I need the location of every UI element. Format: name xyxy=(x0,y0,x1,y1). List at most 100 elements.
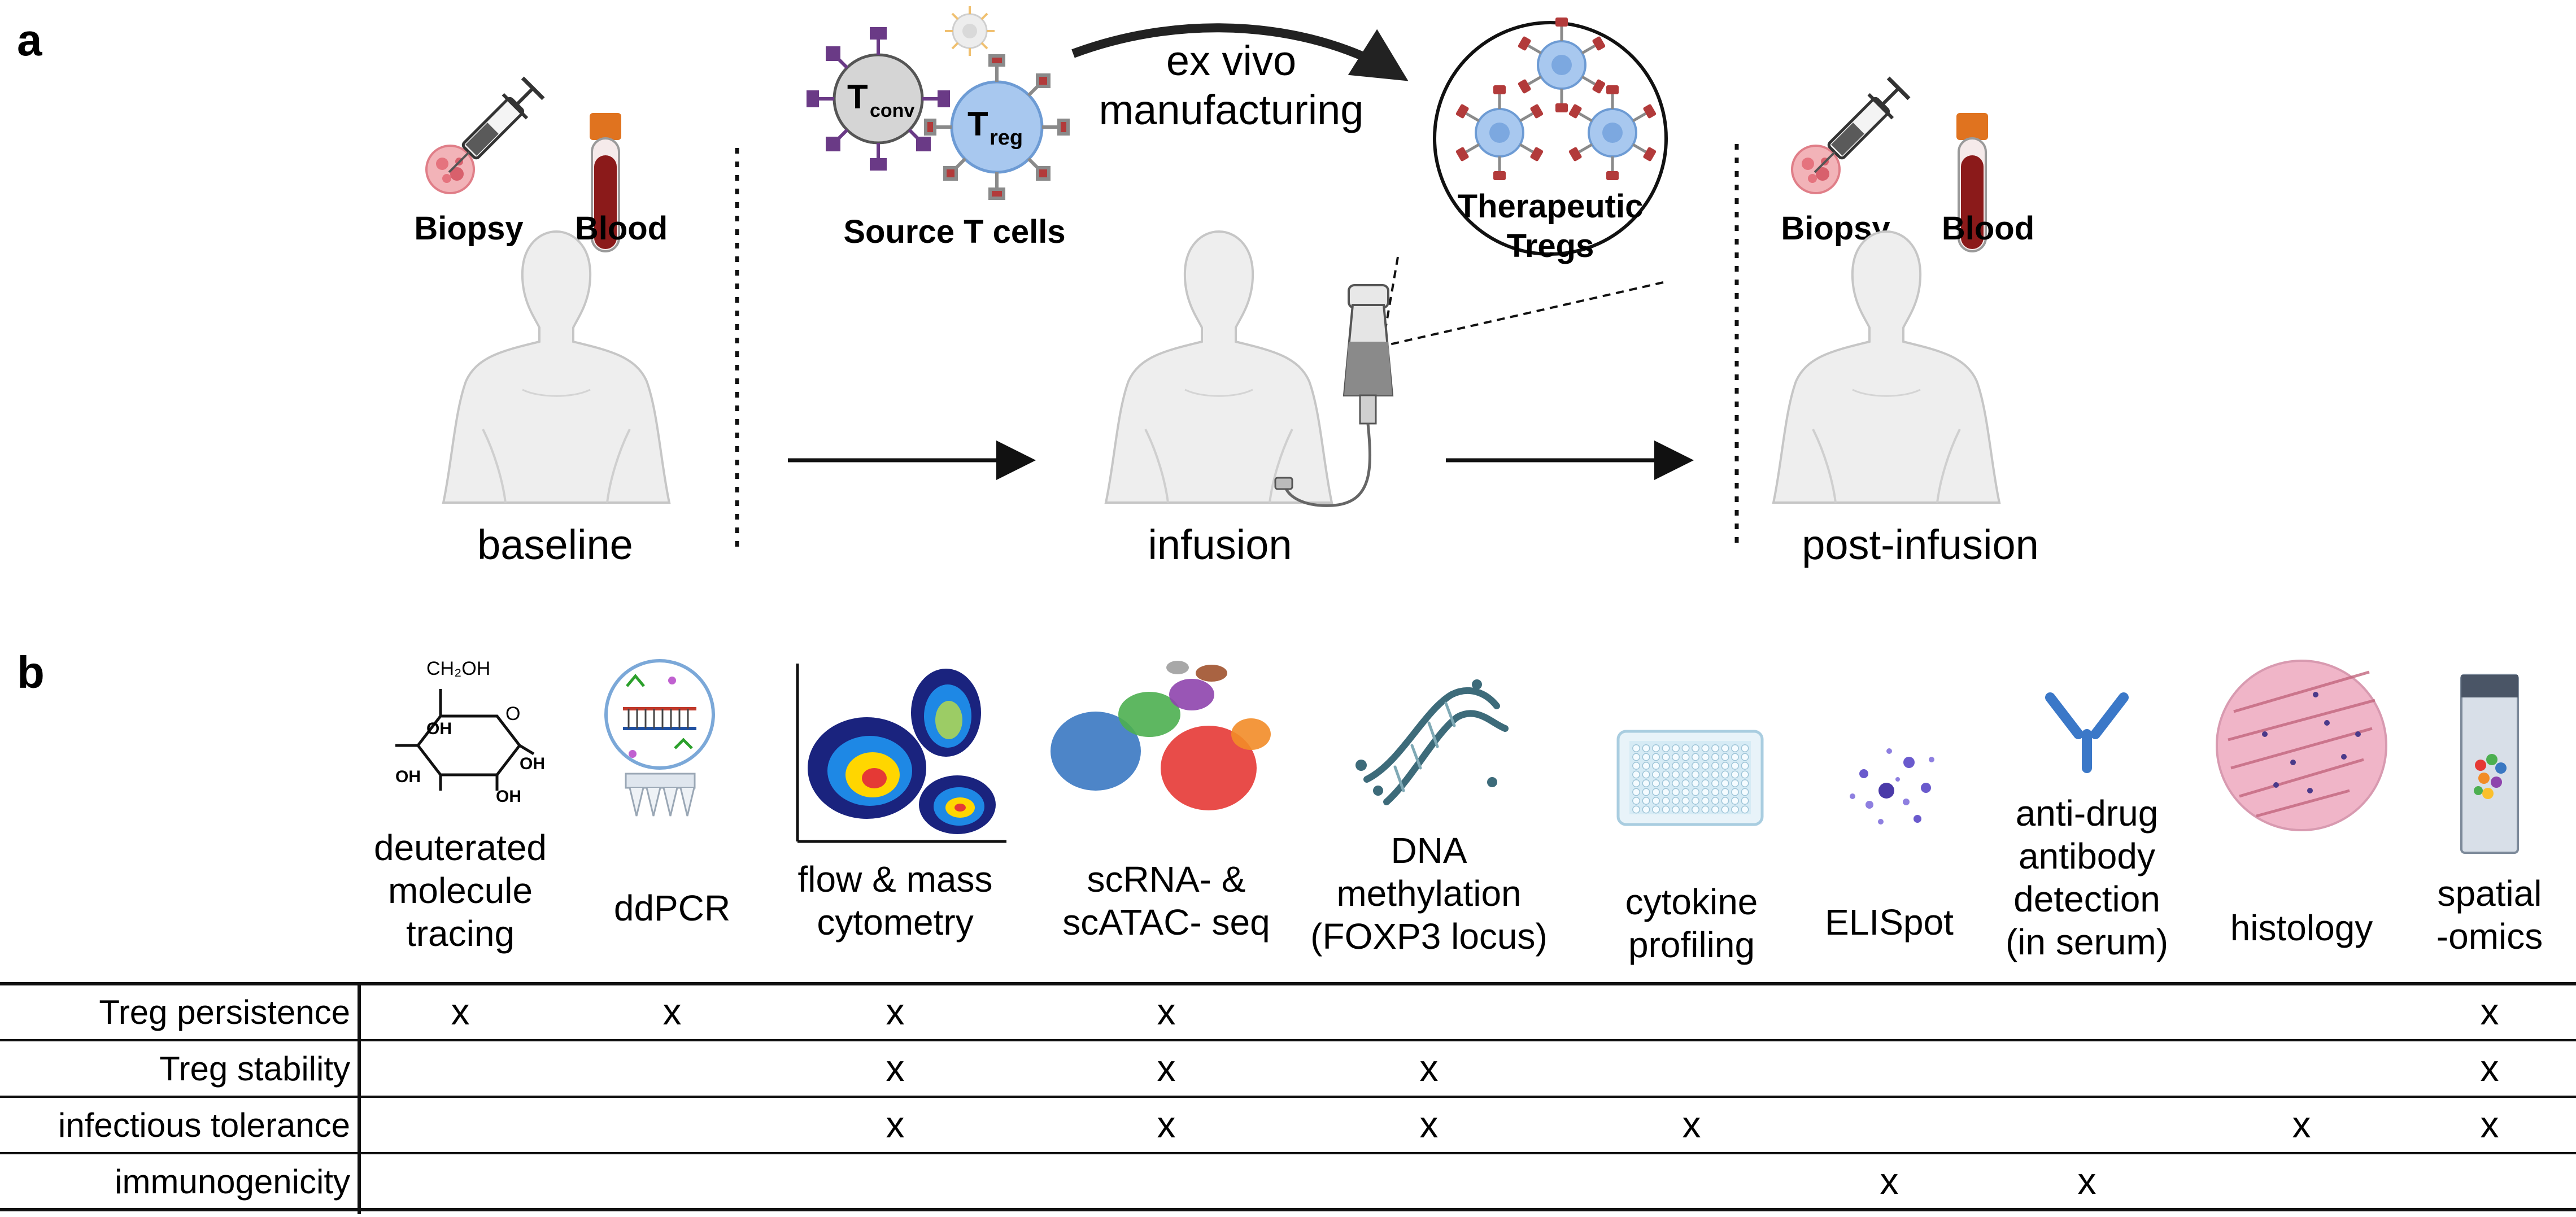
table-mark-r1-c10: x xyxy=(2481,991,2499,1032)
method-label-1-line-2: molecule xyxy=(388,870,533,911)
table-mark-r1-c3: x xyxy=(886,991,905,1032)
method-label-8-line-4: (in serum) xyxy=(2006,922,2168,962)
glucose-o-label: O xyxy=(505,703,520,725)
table-mark-r3-c10: x xyxy=(2481,1103,2499,1145)
plate-well xyxy=(1632,744,1640,752)
glucose-oh-label-1: OH xyxy=(426,719,452,738)
tconv-cell-icon: T conv xyxy=(807,27,950,171)
plate-well xyxy=(1662,744,1670,752)
small-cell-icon xyxy=(945,6,995,56)
method-label-4-line-2: scATAC- seq xyxy=(1062,902,1270,943)
person-icon-post xyxy=(1772,230,2000,504)
plate-well xyxy=(1642,770,1650,779)
plate-well xyxy=(1672,779,1680,787)
table-mark-r3-c3: x xyxy=(886,1103,905,1145)
table-mark-r1-c1: x xyxy=(451,991,470,1032)
glucose-ch2oh-label: CH₂OH xyxy=(426,658,490,679)
table-mark-r3-c6: x xyxy=(1683,1103,1701,1145)
tconv-sub-label: conv xyxy=(870,100,914,121)
therapeutic-label-line1: Therapeutic xyxy=(1458,188,1644,225)
biopsy-icon xyxy=(425,76,545,194)
plate-well xyxy=(1741,805,1749,814)
plate-well xyxy=(1701,779,1710,787)
flow-cytometry-plot-icon xyxy=(796,664,1006,843)
glucose-molecule-icon xyxy=(395,689,535,791)
plate-well xyxy=(1692,753,1699,761)
manufacturing-label-line2: manufacturing xyxy=(1099,86,1364,133)
antibody-icon xyxy=(2045,692,2129,773)
table-mark-r2-c10: x xyxy=(2481,1047,2499,1089)
post-stage-label: post-infusion xyxy=(1802,521,2039,568)
method-label-5-line-3: (FOXP3 locus) xyxy=(1310,916,1548,957)
plate-well xyxy=(1692,797,1699,805)
plate-well xyxy=(1681,788,1690,796)
histology-icon xyxy=(2216,660,2387,831)
source-t-cells-label: Source T cells xyxy=(843,213,1065,250)
plate-well xyxy=(1681,797,1690,805)
source-t-cells: T conv xyxy=(807,6,1070,250)
method-label-10-line-1: spatial xyxy=(2438,873,2542,914)
glucose-oh-label-4: OH xyxy=(520,754,545,773)
iv-bag-icon xyxy=(1274,284,1394,507)
plate-well xyxy=(1711,788,1719,796)
plate-well xyxy=(1731,805,1739,814)
plate-well xyxy=(1731,788,1739,796)
cytokine-plate-wells xyxy=(1632,744,1749,814)
plate-well xyxy=(1642,744,1650,752)
person-icon-infusion xyxy=(1105,230,1333,504)
plate-well xyxy=(1632,770,1640,779)
plate-well xyxy=(1642,797,1650,805)
plate-well xyxy=(1711,753,1719,761)
method-label-8-line-2: antibody xyxy=(2019,836,2155,876)
plate-well xyxy=(1681,770,1690,779)
plate-well xyxy=(1721,744,1729,752)
method-label-7-line-1: ELISpot xyxy=(1825,902,1954,943)
plate-well xyxy=(1711,779,1719,787)
plate-well xyxy=(1632,753,1640,761)
plate-well xyxy=(1642,779,1650,787)
method-label-6-line-1: cytokine xyxy=(1625,882,1758,922)
plate-well xyxy=(1711,744,1719,752)
plate-well xyxy=(1681,805,1690,814)
plate-well xyxy=(1632,779,1640,787)
method-label-5-line-2: methylation xyxy=(1336,873,1521,914)
tconv-main-label: T xyxy=(847,78,868,116)
plate-well xyxy=(1692,744,1699,752)
plate-well xyxy=(1731,770,1739,779)
plate-well xyxy=(1672,744,1680,752)
plate-well xyxy=(1741,779,1749,787)
plate-well xyxy=(1741,788,1749,796)
callout-dash-2 xyxy=(1389,281,1664,346)
method-label-1-line-1: deuterated xyxy=(374,827,547,868)
plate-well xyxy=(1731,744,1739,752)
manufacturing-arrow xyxy=(1071,23,1409,81)
plate-well xyxy=(1652,805,1660,814)
plate-well xyxy=(1711,797,1719,805)
table-mark-r2-c4: x xyxy=(1157,1047,1176,1089)
table-row-label-1: Treg persistence xyxy=(99,993,350,1031)
treg-main-label: T xyxy=(967,105,988,143)
plate-well xyxy=(1731,797,1739,805)
plate-well xyxy=(1662,797,1670,805)
plate-well xyxy=(1721,805,1729,814)
plate-well xyxy=(1711,770,1719,779)
plate-well xyxy=(1731,762,1739,770)
method-label-8-line-3: detection xyxy=(2013,879,2160,919)
method-label-3-line-1: flow & mass xyxy=(798,859,993,900)
plate-well xyxy=(1692,779,1699,787)
post-infusion-stage: Biopsy Blood post-infusion xyxy=(1772,76,2039,568)
infusion-stage-label: infusion xyxy=(1148,521,1292,568)
plate-well xyxy=(1672,770,1680,779)
baseline-stage-label: baseline xyxy=(477,521,633,568)
method-label-3-line-2: cytometry xyxy=(817,902,973,943)
method-table-grid xyxy=(0,982,2576,1214)
plate-well xyxy=(1701,805,1710,814)
method-label-4-line-1: scRNA- & xyxy=(1087,859,1246,900)
plate-well xyxy=(1672,753,1680,761)
plate-well xyxy=(1701,753,1710,761)
method-label-6-line-2: profiling xyxy=(1628,924,1755,965)
plate-well xyxy=(1672,762,1680,770)
plate-well xyxy=(1741,753,1749,761)
